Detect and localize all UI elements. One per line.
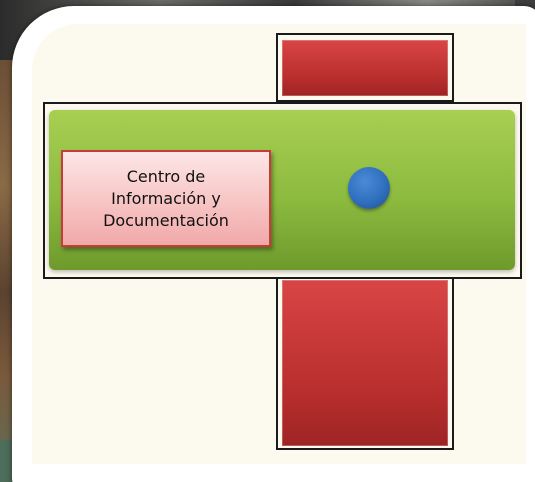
location-marker-icon [348,167,390,209]
centro-documentacion-label: Centro de Información y Documentación [61,150,271,247]
label-text: Centro de Información y Documentación [103,166,229,230]
bottom-room-block [282,280,448,446]
top-room-block [282,40,448,96]
bottom-room-outline [276,277,454,450]
top-room-outline [276,33,454,102]
